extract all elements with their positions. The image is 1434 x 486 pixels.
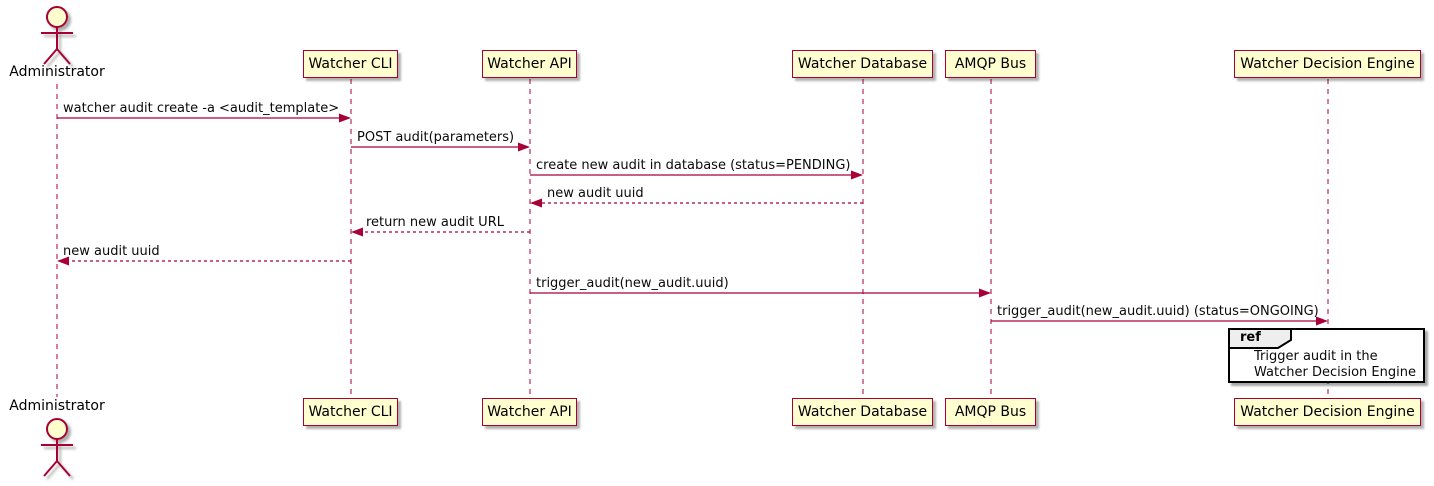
message-label-6: new audit uuid	[63, 244, 160, 259]
message-arrow-5	[351, 227, 530, 237]
ref-fragment-box: ref Trigger audit in the Watcher Decisio…	[1228, 328, 1425, 383]
message-arrow-3	[530, 170, 863, 180]
participant-bottom-watcher-api: Watcher API	[482, 398, 577, 426]
participant-label: Watcher CLI	[308, 404, 393, 420]
participant-top-watcher-decision-engine: Watcher Decision Engine	[1234, 50, 1421, 78]
participant-label: Watcher API	[487, 56, 572, 72]
participant-bottom-watcher-database: Watcher Database	[792, 398, 933, 426]
participant-label: Watcher Decision Engine	[1240, 56, 1415, 72]
message-arrow-1	[57, 113, 351, 123]
actor-label-administrator-bottom: Administrator	[9, 398, 105, 414]
participant-top-amqp-bus: AMQP Bus	[945, 50, 1036, 78]
message-label-3: create new audit in database (status=PEN…	[536, 158, 851, 173]
participant-label: Watcher Database	[797, 56, 928, 72]
message-arrow-4	[530, 198, 863, 208]
participant-top-watcher-database: Watcher Database	[792, 50, 933, 78]
message-arrow-7	[530, 288, 991, 298]
actor-stick-figure-icon	[41, 6, 73, 65]
ref-tab-label: ref	[1240, 330, 1261, 345]
actor-label-administrator-top: Administrator	[9, 64, 105, 80]
participant-label: Watcher Database	[797, 404, 928, 420]
participant-label: Watcher CLI	[308, 56, 393, 72]
message-arrow-6	[57, 256, 351, 266]
participant-bottom-amqp-bus: AMQP Bus	[945, 398, 1036, 426]
participant-bottom-watcher-decision-engine: Watcher Decision Engine	[1234, 398, 1421, 426]
participant-label: AMQP Bus	[954, 56, 1027, 72]
ref-text-line-1: Trigger audit in the	[1254, 349, 1378, 364]
participant-top-watcher-cli: Watcher CLI	[303, 50, 398, 78]
message-label-1: watcher audit create -a <audit_template>	[63, 101, 340, 116]
message-label-5: return new audit URL	[366, 215, 504, 230]
participant-label: Watcher Decision Engine	[1240, 404, 1415, 420]
participant-bottom-watcher-cli: Watcher CLI	[303, 398, 398, 426]
message-label-4: new audit uuid	[547, 186, 644, 201]
message-arrow-2	[351, 142, 530, 152]
message-arrow-8	[991, 316, 1328, 326]
message-label-8: trigger_audit(new_audit.uuid) (status=ON…	[997, 304, 1319, 319]
message-label-7: trigger_audit(new_audit.uuid)	[536, 276, 729, 291]
ref-tab-shape	[1228, 328, 1292, 349]
ref-text-line-2: Watcher Decision Engine	[1254, 365, 1416, 380]
participant-label: AMQP Bus	[954, 404, 1027, 420]
participant-top-watcher-api: Watcher API	[482, 50, 577, 78]
participant-label: Watcher API	[487, 404, 572, 420]
message-label-2: POST audit(parameters)	[357, 130, 515, 145]
actor-stick-figure-icon	[41, 418, 73, 477]
